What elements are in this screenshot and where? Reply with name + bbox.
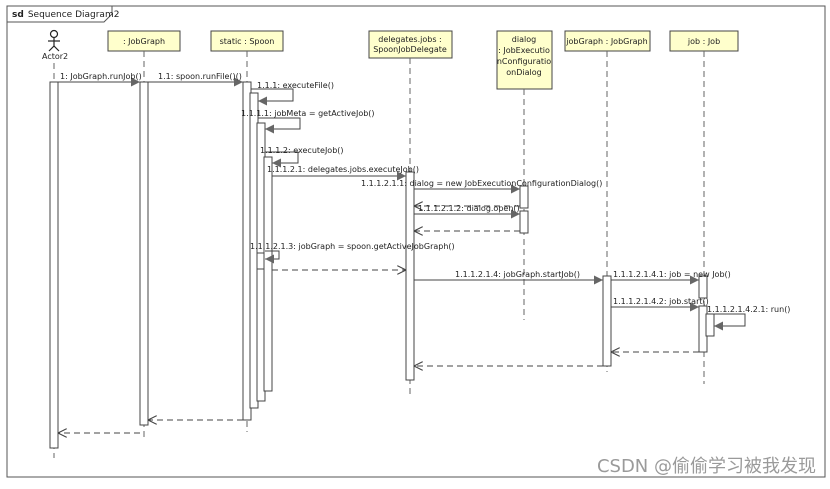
svg-text:job : Job: job : Job bbox=[687, 37, 720, 46]
svg-text:onDialog: onDialog bbox=[506, 68, 541, 77]
message-label-1-1-1-2-1-4-2: 1.1.1.2.1.4.2: job.start() bbox=[613, 297, 709, 306]
message-label-1-1: 1.1: spoon.runFile()() bbox=[158, 72, 242, 81]
activation-bars bbox=[49, 81, 715, 449]
frame-title: Sequence Diagram2 bbox=[28, 10, 120, 20]
watermark-text: CSDN @偷偷学习被我发现 bbox=[596, 456, 816, 477]
message-label-1-1-1-2-1-1: 1.1.1.2.1.1: dialog = new JobExecutionCo… bbox=[361, 179, 602, 188]
lifeline-head-jobgraph-instance: jobGraph : JobGraph bbox=[564, 30, 651, 52]
svg-text:SpoonJobDelegate: SpoonJobDelegate bbox=[373, 45, 447, 54]
actor-figure-icon bbox=[48, 29, 60, 52]
lifeline-head-jobgraph: : JobGraph bbox=[107, 30, 181, 52]
frame-keyword: sd bbox=[12, 10, 24, 20]
message-label-1-1-1: 1.1.1: executeFile() bbox=[257, 81, 334, 90]
message-label-1-1-1-2-1-2: 1.1.1.2.1.2: dialog.open() bbox=[418, 204, 520, 213]
sync-message-lines bbox=[58, 77, 746, 331]
message-label-1-1-1-2-1: 1.1.1.2.1: delegates.jobs.executeJob() bbox=[267, 165, 419, 174]
message-label-1-1-1-2: 1.1.1.2: executeJob() bbox=[260, 146, 344, 155]
return-message-lines bbox=[58, 206, 699, 433]
lifeline-head-job: job : Job bbox=[669, 30, 739, 52]
svg-text:: JobExecutio: : JobExecutio bbox=[498, 46, 550, 55]
message-label-1-1-1-2-1-3: 1.1.1.2.1.3: jobGraph = spoon.getActiveJ… bbox=[250, 242, 455, 251]
lifeline-head-spoon-job-delegate: delegates.jobs : SpoonJobDelegate bbox=[368, 30, 453, 59]
frame-tab bbox=[6, 5, 113, 23]
message-label-1-1-1-2-1-4-1: 1.1.1.2.1.4.1: job = new Job() bbox=[613, 270, 731, 279]
lifeline-head-spoon: static : Spoon bbox=[210, 30, 284, 52]
svg-text:jobGraph : JobGraph: jobGraph : JobGraph bbox=[565, 37, 647, 46]
message-label-1: 1: JobGraph.runJob() bbox=[60, 72, 142, 81]
svg-text:delegates.jobs :: delegates.jobs : bbox=[378, 35, 442, 44]
diagram-frame bbox=[6, 5, 826, 478]
svg-text:: JobGraph: : JobGraph bbox=[123, 37, 165, 46]
actor-label: Actor2 bbox=[42, 52, 68, 61]
lifeline-head-dialog: dialog : JobExecutio nConfiguratio onDia… bbox=[496, 30, 553, 90]
message-label-1-1-1-2-1-4: 1.1.1.2.1.4: jobGraph.startJob() bbox=[455, 270, 580, 279]
message-label-1-1-1-2-1-4-2-1: 1.1.1.2.1.4.2.1: run() bbox=[707, 305, 790, 314]
svg-text:static : Spoon: static : Spoon bbox=[220, 37, 275, 46]
svg-text:nConfiguratio: nConfiguratio bbox=[497, 57, 551, 66]
message-label-1-1-1-1: 1.1.1.1: jobMeta = getActiveJob() bbox=[241, 109, 375, 118]
lifeline-dashes bbox=[53, 51, 705, 458]
svg-text:dialog: dialog bbox=[512, 35, 536, 44]
